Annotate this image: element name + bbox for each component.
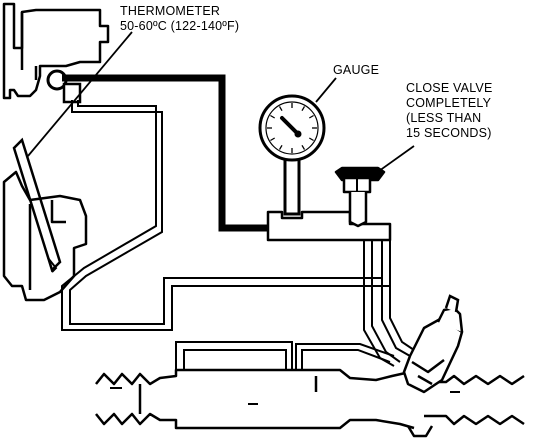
reservoir-line [61,100,391,331]
thermometer-label: THERMOMETER [120,4,221,18]
steering-rack [95,368,525,438]
valve-label-line-4: 15 SECONDS) [406,126,492,140]
valve-label-line-1: CLOSE VALVE [406,81,493,95]
input-shaft [444,294,460,313]
gear-lines [363,240,415,367]
pump-body [2,170,88,302]
gauge-leader [315,77,337,103]
valve-label-line-2: COMPLETELY [406,96,492,110]
valve-label-line-3: (LESS THAN [406,111,482,125]
gear-valve-housing [402,306,464,394]
frame-hatch [110,387,460,405]
thermometer [12,137,62,273]
thermometer-range-label: 50-60ºC (122-140ºF) [120,19,240,33]
pressure-gauge [258,94,326,216]
thermometer-leader [27,31,133,157]
reservoir-bracket [2,2,110,100]
gauge-label: GAUGE [333,63,380,77]
gear-inlet-lines [175,341,395,370]
test-manifold [266,210,392,242]
valve-leader [371,145,415,177]
